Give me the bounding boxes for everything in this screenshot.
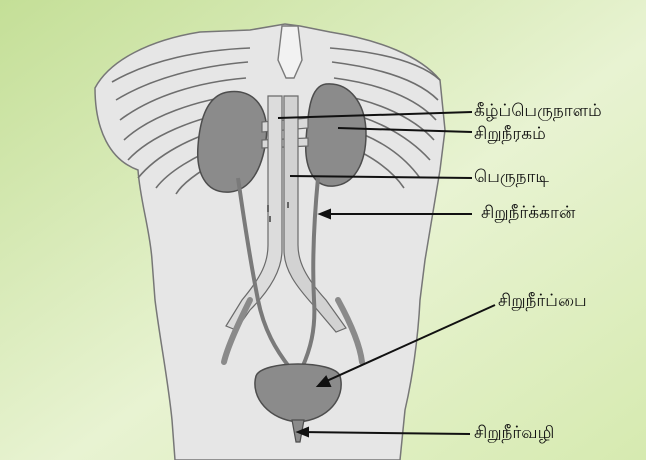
- label-ureter: சிறுநீர்க்கான்: [481, 205, 575, 222]
- label-bladder: சிறுநீர்ப்பை: [498, 293, 587, 310]
- label-kidney: சிறுநீரகம்: [474, 126, 546, 143]
- label-aorta: பெருநாடி: [474, 169, 549, 186]
- right-kidney: [306, 84, 366, 186]
- label-urethra: சிறுநீர்வழி: [474, 425, 554, 442]
- label-inferior-vena-cava: கீழ்ப்பெருநாளம்: [474, 103, 602, 120]
